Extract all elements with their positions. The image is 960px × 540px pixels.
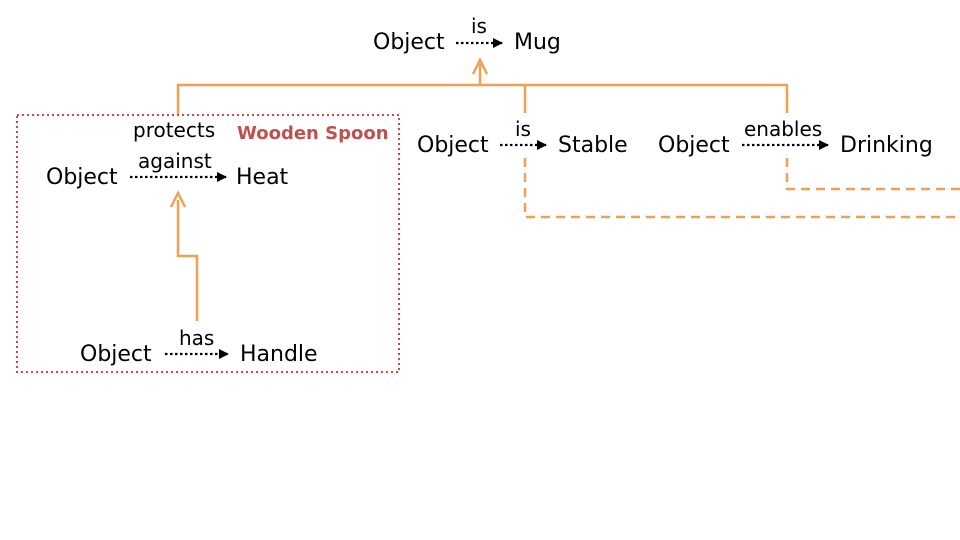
heat-subject-node: Object xyxy=(46,165,118,190)
handle-relation-label: has xyxy=(179,326,215,350)
handle-subject-node: Object xyxy=(80,342,152,367)
stable-subject-node: Object xyxy=(417,133,489,158)
wooden-spoon-label: Wooden Spoon xyxy=(237,123,389,144)
stable-relation-label: is xyxy=(515,117,531,141)
heat-relation-label-line1: protects xyxy=(133,118,216,142)
handle-node: Handle xyxy=(240,342,318,367)
drinking-relation-label: enables xyxy=(744,117,823,141)
tree-branch-line xyxy=(176,83,789,114)
heat-node: Heat xyxy=(236,165,289,190)
stable-node: Stable xyxy=(558,133,628,158)
heat-arrowhead xyxy=(169,190,187,208)
handle-to-heat-line xyxy=(176,200,199,321)
wooden-spoon-group-frame xyxy=(16,114,400,373)
mug-node: Mug xyxy=(514,30,561,55)
drinking-node: Drinking xyxy=(840,133,933,158)
drinking-subject-node: Object xyxy=(658,133,730,158)
heat-relation-label-line2: against xyxy=(138,149,212,173)
top-subject-node: Object xyxy=(373,30,445,55)
top-relation-label: is xyxy=(471,14,487,38)
mug-arrowhead xyxy=(471,57,489,75)
drinking-continuation-line xyxy=(785,158,960,191)
stable-continuation-line xyxy=(523,158,960,219)
